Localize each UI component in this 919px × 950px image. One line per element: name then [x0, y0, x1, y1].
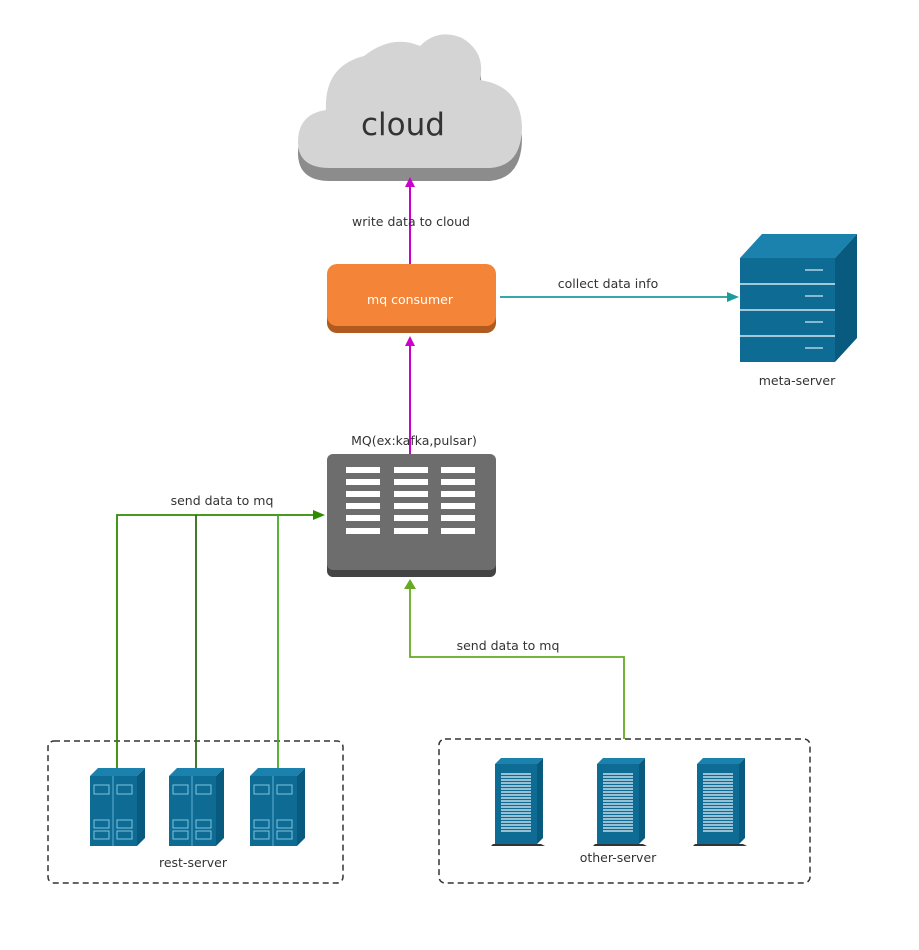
- edge-label-write-data: write data to cloud: [352, 214, 470, 229]
- edge-rest-to-mq: send data to mq: [116, 493, 325, 768]
- mq-consumer-node: mq consumer: [327, 264, 496, 333]
- other-server-label: other-server: [580, 850, 657, 865]
- mq-label: MQ(ex:kafka,pulsar): [351, 433, 477, 448]
- rest-server-icon: [169, 768, 224, 846]
- database-server-icon: [740, 234, 857, 362]
- meta-server-node: meta-server: [740, 234, 857, 388]
- tower-server-icon: [593, 758, 647, 846]
- cloud-label: cloud: [361, 107, 445, 143]
- other-server-group: other-server: [438, 738, 811, 884]
- rest-server-icon: [90, 768, 145, 846]
- tower-server-icon: [693, 758, 747, 846]
- tower-server-icon: [491, 758, 545, 846]
- rest-server-icon: [250, 768, 305, 846]
- edge-consumer-to-cloud: write data to cloud: [352, 177, 470, 264]
- edge-label-rest-send: send data to mq: [171, 493, 274, 508]
- mq-consumer-label: mq consumer: [367, 292, 454, 307]
- mq-queue-icon: [346, 467, 475, 534]
- cloud-node: cloud: [298, 34, 522, 181]
- edge-other-to-mq: send data to mq: [404, 579, 625, 739]
- edge-label-collect-data: collect data info: [558, 276, 658, 291]
- edge-consumer-to-meta: collect data info: [500, 276, 739, 302]
- edge-label-other-send: send data to mq: [457, 638, 560, 653]
- meta-server-label: meta-server: [759, 373, 836, 388]
- cloud-icon: [298, 34, 522, 181]
- mq-node: MQ(ex:kafka,pulsar): [327, 433, 496, 577]
- rest-server-label: rest-server: [159, 855, 228, 870]
